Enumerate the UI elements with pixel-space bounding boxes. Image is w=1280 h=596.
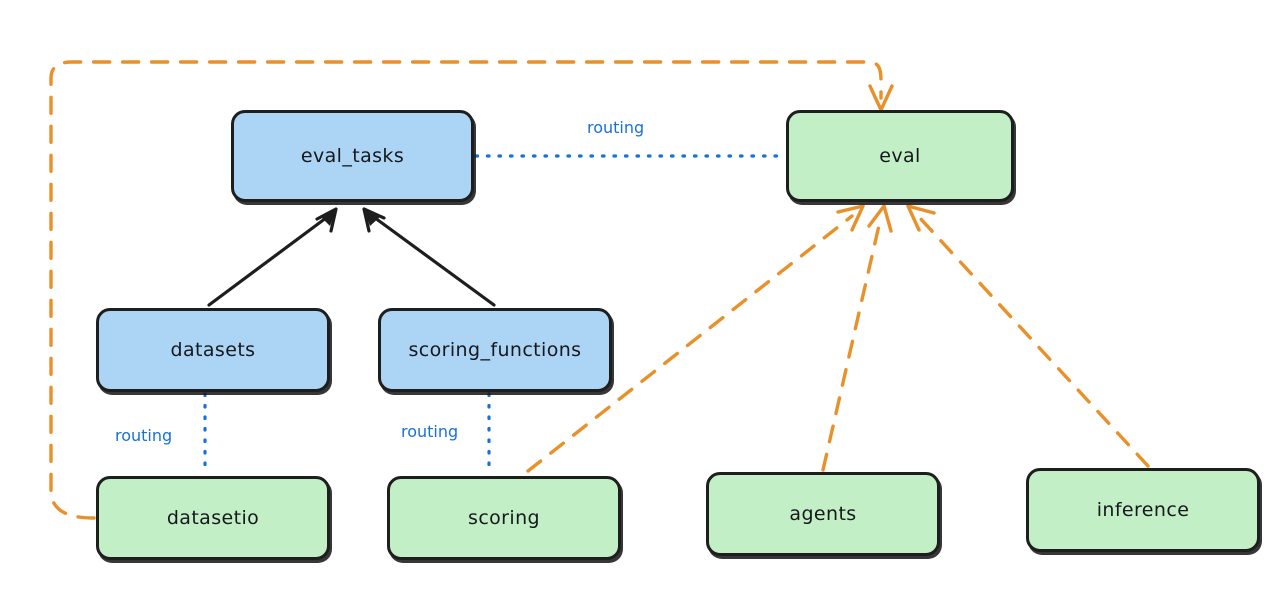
node-eval[interactable]: eval — [786, 110, 1014, 202]
edge-inference-eval — [906, 204, 1150, 468]
node-eval-tasks[interactable]: eval_tasks — [231, 110, 474, 202]
node-label-datasets: datasets — [170, 339, 256, 361]
node-label-inference: inference — [1096, 499, 1190, 521]
node-datasetio[interactable]: datasetio — [96, 476, 330, 560]
node-label-scoring-functions: scoring_functions — [408, 339, 582, 361]
edge-scoring-fns-eval-tasks — [362, 207, 496, 307]
node-scoring-functions[interactable]: scoring_functions — [378, 308, 612, 392]
node-datasets[interactable]: datasets — [96, 308, 330, 392]
node-scoring[interactable]: scoring — [387, 476, 621, 560]
node-label-agents: agents — [789, 503, 857, 525]
edge-label-routing-eval-tasks-eval: routing — [584, 118, 648, 137]
node-label-datasetio: datasetio — [166, 507, 260, 529]
edge-datasets-eval-tasks — [207, 207, 338, 307]
edge-scoring-eval — [526, 204, 865, 473]
node-label-eval: eval — [879, 145, 921, 167]
edge-agents-eval — [821, 204, 893, 472]
node-label-scoring: scoring — [468, 507, 540, 529]
edge-datasetio-eval — [49, 60, 894, 520]
edge-label-routing-datasets-datasetio: routing — [112, 426, 176, 445]
node-inference[interactable]: inference — [1026, 468, 1260, 552]
edge-label-routing-scoring-functions-scoring: routing — [398, 422, 462, 441]
node-agents[interactable]: agents — [706, 472, 940, 556]
node-label-eval-tasks: eval_tasks — [300, 145, 405, 167]
